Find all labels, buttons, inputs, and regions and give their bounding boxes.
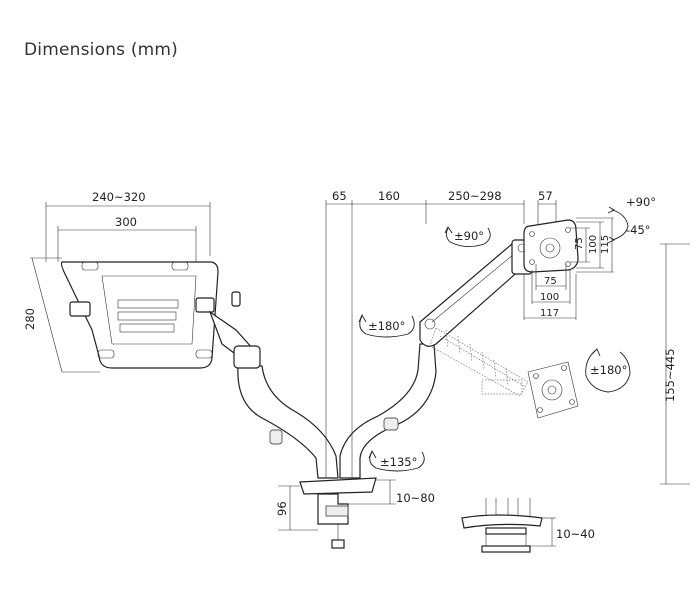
rotation-180-right-indicator: ±180°	[585, 348, 631, 393]
height-range-label: 155~445	[663, 348, 677, 402]
tray-width-range-label: 240~320	[92, 190, 146, 204]
laptop-tray	[60, 261, 255, 369]
offset-65-label: 65	[332, 189, 347, 203]
tray-width-label: 300	[115, 215, 137, 229]
rotation-180-left-label: ±180°	[368, 319, 405, 333]
rotation-135-label: ±135°	[380, 455, 417, 469]
tray-dimensions: 240~320 300 280	[23, 190, 211, 373]
page-title: Dimensions (mm)	[24, 40, 179, 60]
vesa-plate-lower	[527, 361, 579, 419]
vesa-75-horizontal-label: 75	[544, 276, 557, 287]
tray-depth-label: 280	[23, 308, 37, 330]
tilt-indicator: +90° -45°	[607, 195, 656, 244]
grommet-mount: 10~40	[461, 498, 595, 553]
vesa-100-vertical-label: 100	[588, 235, 599, 254]
tilt-up-label: +90°	[626, 195, 656, 209]
rotation-180-left-indicator: ±180°	[358, 313, 415, 338]
base-96-label: 96	[275, 501, 289, 516]
top-dimensions: 65 160 250~298 57	[326, 189, 557, 224]
rotation-90-indicator: ±90°	[444, 226, 491, 247]
rotation-135-indicator: ±135°	[368, 449, 425, 472]
offset-57-label: 57	[538, 189, 553, 203]
vesa-100-horizontal-label: 100	[540, 292, 559, 303]
height-dimension: 155~445	[660, 243, 690, 485]
tilt-down-label: -45°	[626, 223, 651, 237]
offset-160-label: 160	[378, 189, 400, 203]
mount-arms	[233, 200, 437, 479]
extended-arm-ghost	[429, 327, 529, 397]
reach-label: 250~298	[448, 189, 502, 203]
grommet-range-label: 10~40	[556, 527, 595, 541]
clamp-range-label: 10~80	[396, 491, 435, 505]
upper-arm	[419, 239, 533, 347]
vesa-117-horizontal-label: 117	[540, 308, 559, 319]
vesa-dimensions: 75 100 115 75 100 117	[523, 217, 614, 320]
vesa-plate-top	[523, 219, 579, 273]
rotation-180-right-label: ±180°	[590, 363, 627, 377]
vesa-75-vertical-label: 75	[574, 237, 585, 250]
vesa-115-vertical-label: 115	[600, 235, 611, 254]
rotation-90-label: ±90°	[454, 229, 484, 243]
desk-clamp: 96 10~80	[275, 477, 435, 549]
